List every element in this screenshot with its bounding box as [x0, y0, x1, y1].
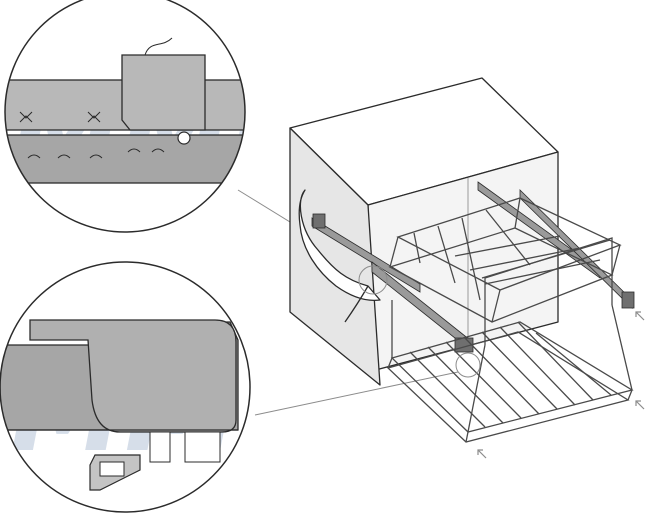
cabinet-side-panel: [289, 127, 381, 386]
upper-rail-left: [311, 213, 421, 293]
arrow-right-lower: [635, 400, 645, 410]
leader-line-bottom: [254, 371, 459, 416]
arrow-bottom: [477, 449, 487, 459]
detail-marker-bottom: [455, 352, 481, 378]
detail-marker-top: [358, 265, 388, 295]
upper-basket: [388, 197, 622, 345]
zoom-circle-top: MMM: [4, 0, 246, 233]
cabinet: [289, 77, 559, 386]
zoom-circle-bottom: MMM: [0, 261, 251, 513]
lower-rail-left: [371, 261, 474, 353]
side-panel-cutout: [298, 189, 381, 302]
lower-basket: [386, 300, 634, 443]
arrow-right-upper: [635, 311, 645, 321]
direction-arrows: [477, 311, 645, 459]
